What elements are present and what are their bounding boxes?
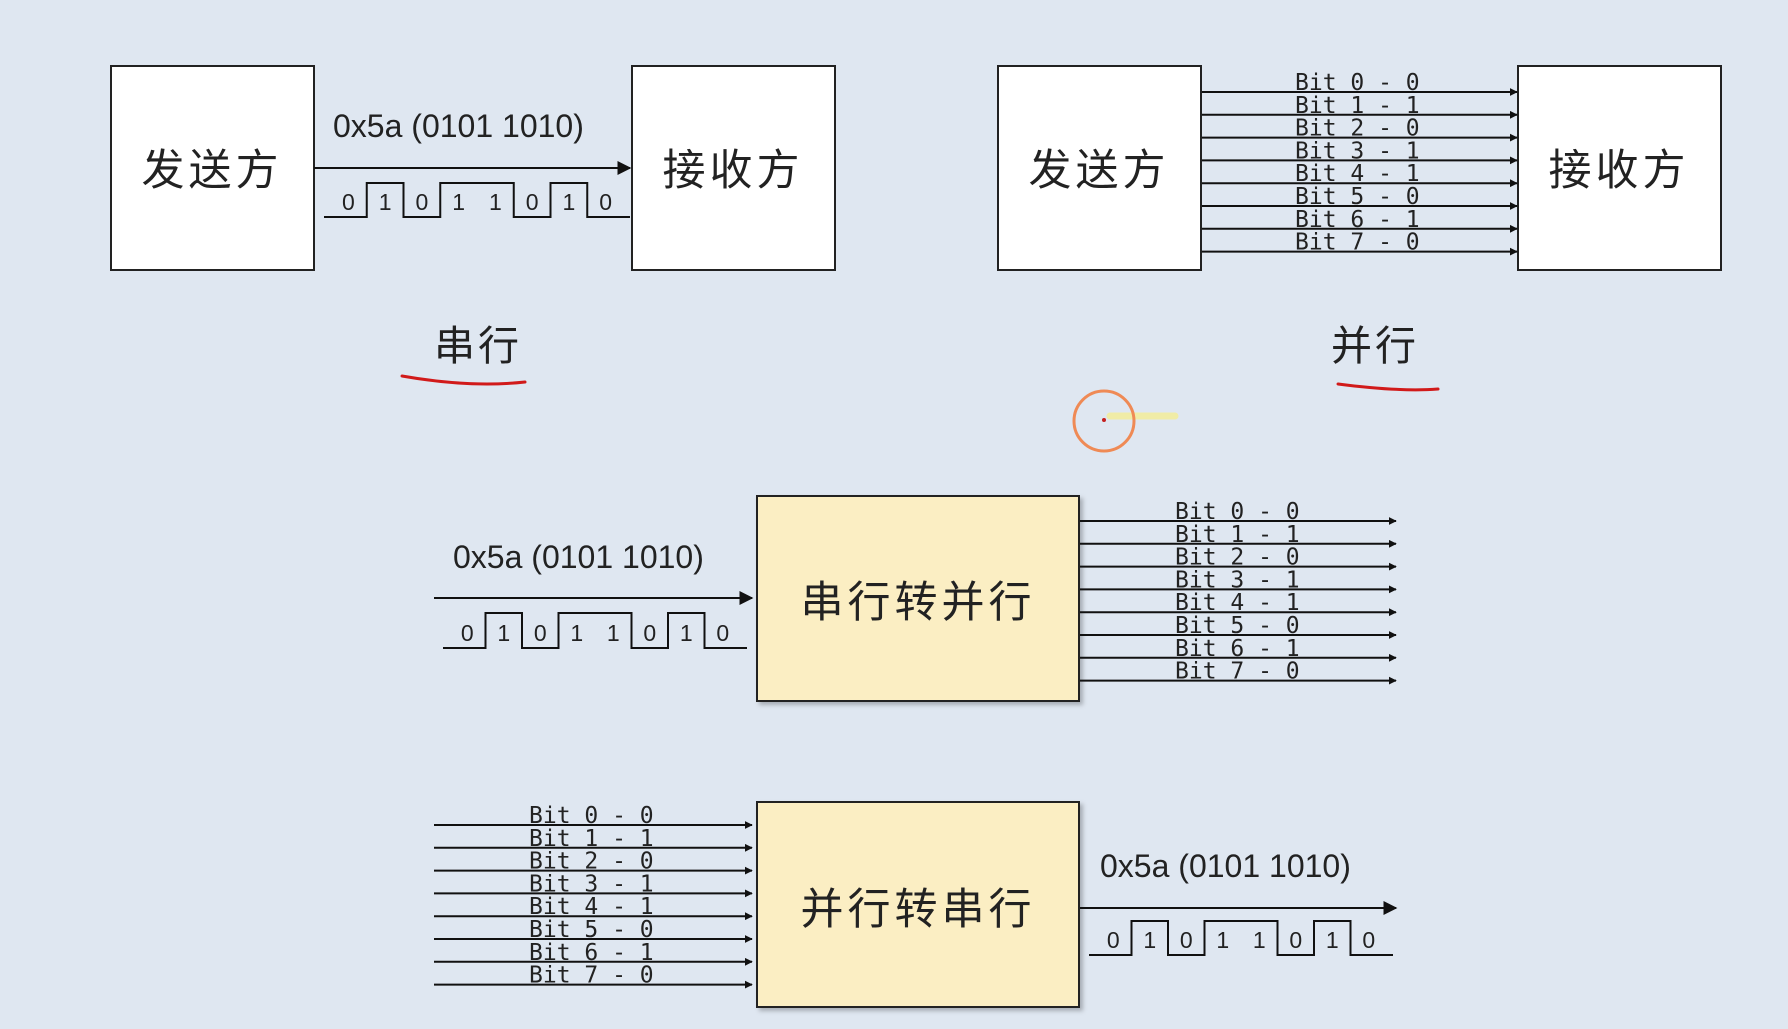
bit-line-label: Bit 1 - 1 <box>529 826 654 852</box>
waveform-path <box>1089 920 1393 956</box>
bit-digit: 0 <box>534 620 547 646</box>
bit-line-label: Bit 4 - 1 <box>1175 590 1300 616</box>
bit-line-label: Bit 1 - 1 <box>1295 93 1420 119</box>
bit-digit: 1 <box>452 189 465 215</box>
s2p-converter-label: 串行转并行 <box>801 578 1036 628</box>
bit-line-label: Bit 6 - 1 <box>1295 207 1420 233</box>
serial-receiver-box <box>631 65 836 271</box>
s2p-hex-label: 0x5a (0101 1010) <box>453 539 704 575</box>
bit-line-label: Bit 3 - 1 <box>1175 567 1300 593</box>
bit-digit: 1 <box>1253 927 1266 953</box>
p2s-hex-label: 0x5a (0101 1010) <box>1100 848 1351 884</box>
bit-digit: 0 <box>716 620 729 646</box>
bit-digit: 0 <box>415 189 428 215</box>
bit-line-label: Bit 0 - 0 <box>1175 499 1300 525</box>
bit-line-label: Bit 2 - 0 <box>529 849 654 875</box>
bit-line-label: Bit 0 - 0 <box>529 803 654 829</box>
parallel-receiver-label: 接收方 <box>1549 146 1690 196</box>
bit-line-label: Bit 1 - 1 <box>1175 522 1300 548</box>
bit-digit: 0 <box>643 620 656 646</box>
serial-hex-label: 0x5a (0101 1010) <box>333 108 584 144</box>
cursor-circle-icon <box>1072 389 1136 453</box>
parallel-sender-label: 发送方 <box>1029 146 1170 196</box>
bit-line-label: Bit 3 - 1 <box>529 871 654 897</box>
cursor-indicator <box>1072 389 1179 453</box>
bit-digit: 1 <box>379 189 392 215</box>
parallel-caption-underline <box>1336 382 1440 392</box>
bit-digit: 1 <box>1326 927 1339 953</box>
bit-line-label: Bit 5 - 0 <box>1175 613 1300 639</box>
bit-digit: 1 <box>497 620 510 646</box>
waveform-path <box>443 612 747 649</box>
parallel-receiver-box <box>1517 65 1722 271</box>
bit-line-label: Bit 7 - 0 <box>529 963 654 989</box>
waveform-path <box>324 182 630 218</box>
p2s-converter-box <box>756 801 1080 1008</box>
bit-line-label: Bit 6 - 1 <box>529 940 654 966</box>
s2p-converter-box <box>756 495 1080 702</box>
serial-sender-box <box>110 65 315 271</box>
bit-line-label: Bit 7 - 0 <box>1295 230 1420 256</box>
bit-line-label: Bit 2 - 0 <box>1175 545 1300 571</box>
bit-digit: 0 <box>526 189 539 215</box>
serial-sender-label: 发送方 <box>142 146 283 196</box>
bit-line-label: Bit 0 - 0 <box>1295 70 1420 96</box>
parallel-caption: 并行 <box>1331 322 1419 370</box>
bit-digit: 1 <box>680 620 693 646</box>
bit-digit: 0 <box>1289 927 1302 953</box>
bit-line-label: Bit 3 - 1 <box>1295 138 1420 164</box>
bit-digit: 0 <box>1107 927 1120 953</box>
bit-digit: 1 <box>1216 927 1229 953</box>
bit-digit: 0 <box>461 620 474 646</box>
serial-receiver-label: 接收方 <box>663 146 804 196</box>
bit-digit: 1 <box>562 189 575 215</box>
p2s-converter-label: 并行转串行 <box>801 885 1036 935</box>
bit-digit: 0 <box>342 189 355 215</box>
parallel-sender-box <box>997 65 1202 271</box>
bit-line-label: Bit 4 - 1 <box>529 894 654 920</box>
bit-line-label: Bit 7 - 0 <box>1175 659 1300 685</box>
bit-line-label: Bit 6 - 1 <box>1175 636 1300 662</box>
bit-digit: 0 <box>1362 927 1375 953</box>
bit-digit: 0 <box>599 189 612 215</box>
serial-caption: 串行 <box>434 322 522 370</box>
bit-line-label: Bit 5 - 0 <box>1295 184 1420 210</box>
bit-digit: 1 <box>570 620 583 646</box>
bit-digit: 0 <box>1180 927 1193 953</box>
bit-line-label: Bit 4 - 1 <box>1295 161 1420 187</box>
bit-digit: 1 <box>489 189 502 215</box>
bit-digit: 1 <box>1143 927 1156 953</box>
bit-digit: 1 <box>607 620 620 646</box>
bit-line-label: Bit 5 - 0 <box>529 917 654 943</box>
bit-line-label: Bit 2 - 0 <box>1295 116 1420 142</box>
serial-caption-underline <box>400 374 527 386</box>
